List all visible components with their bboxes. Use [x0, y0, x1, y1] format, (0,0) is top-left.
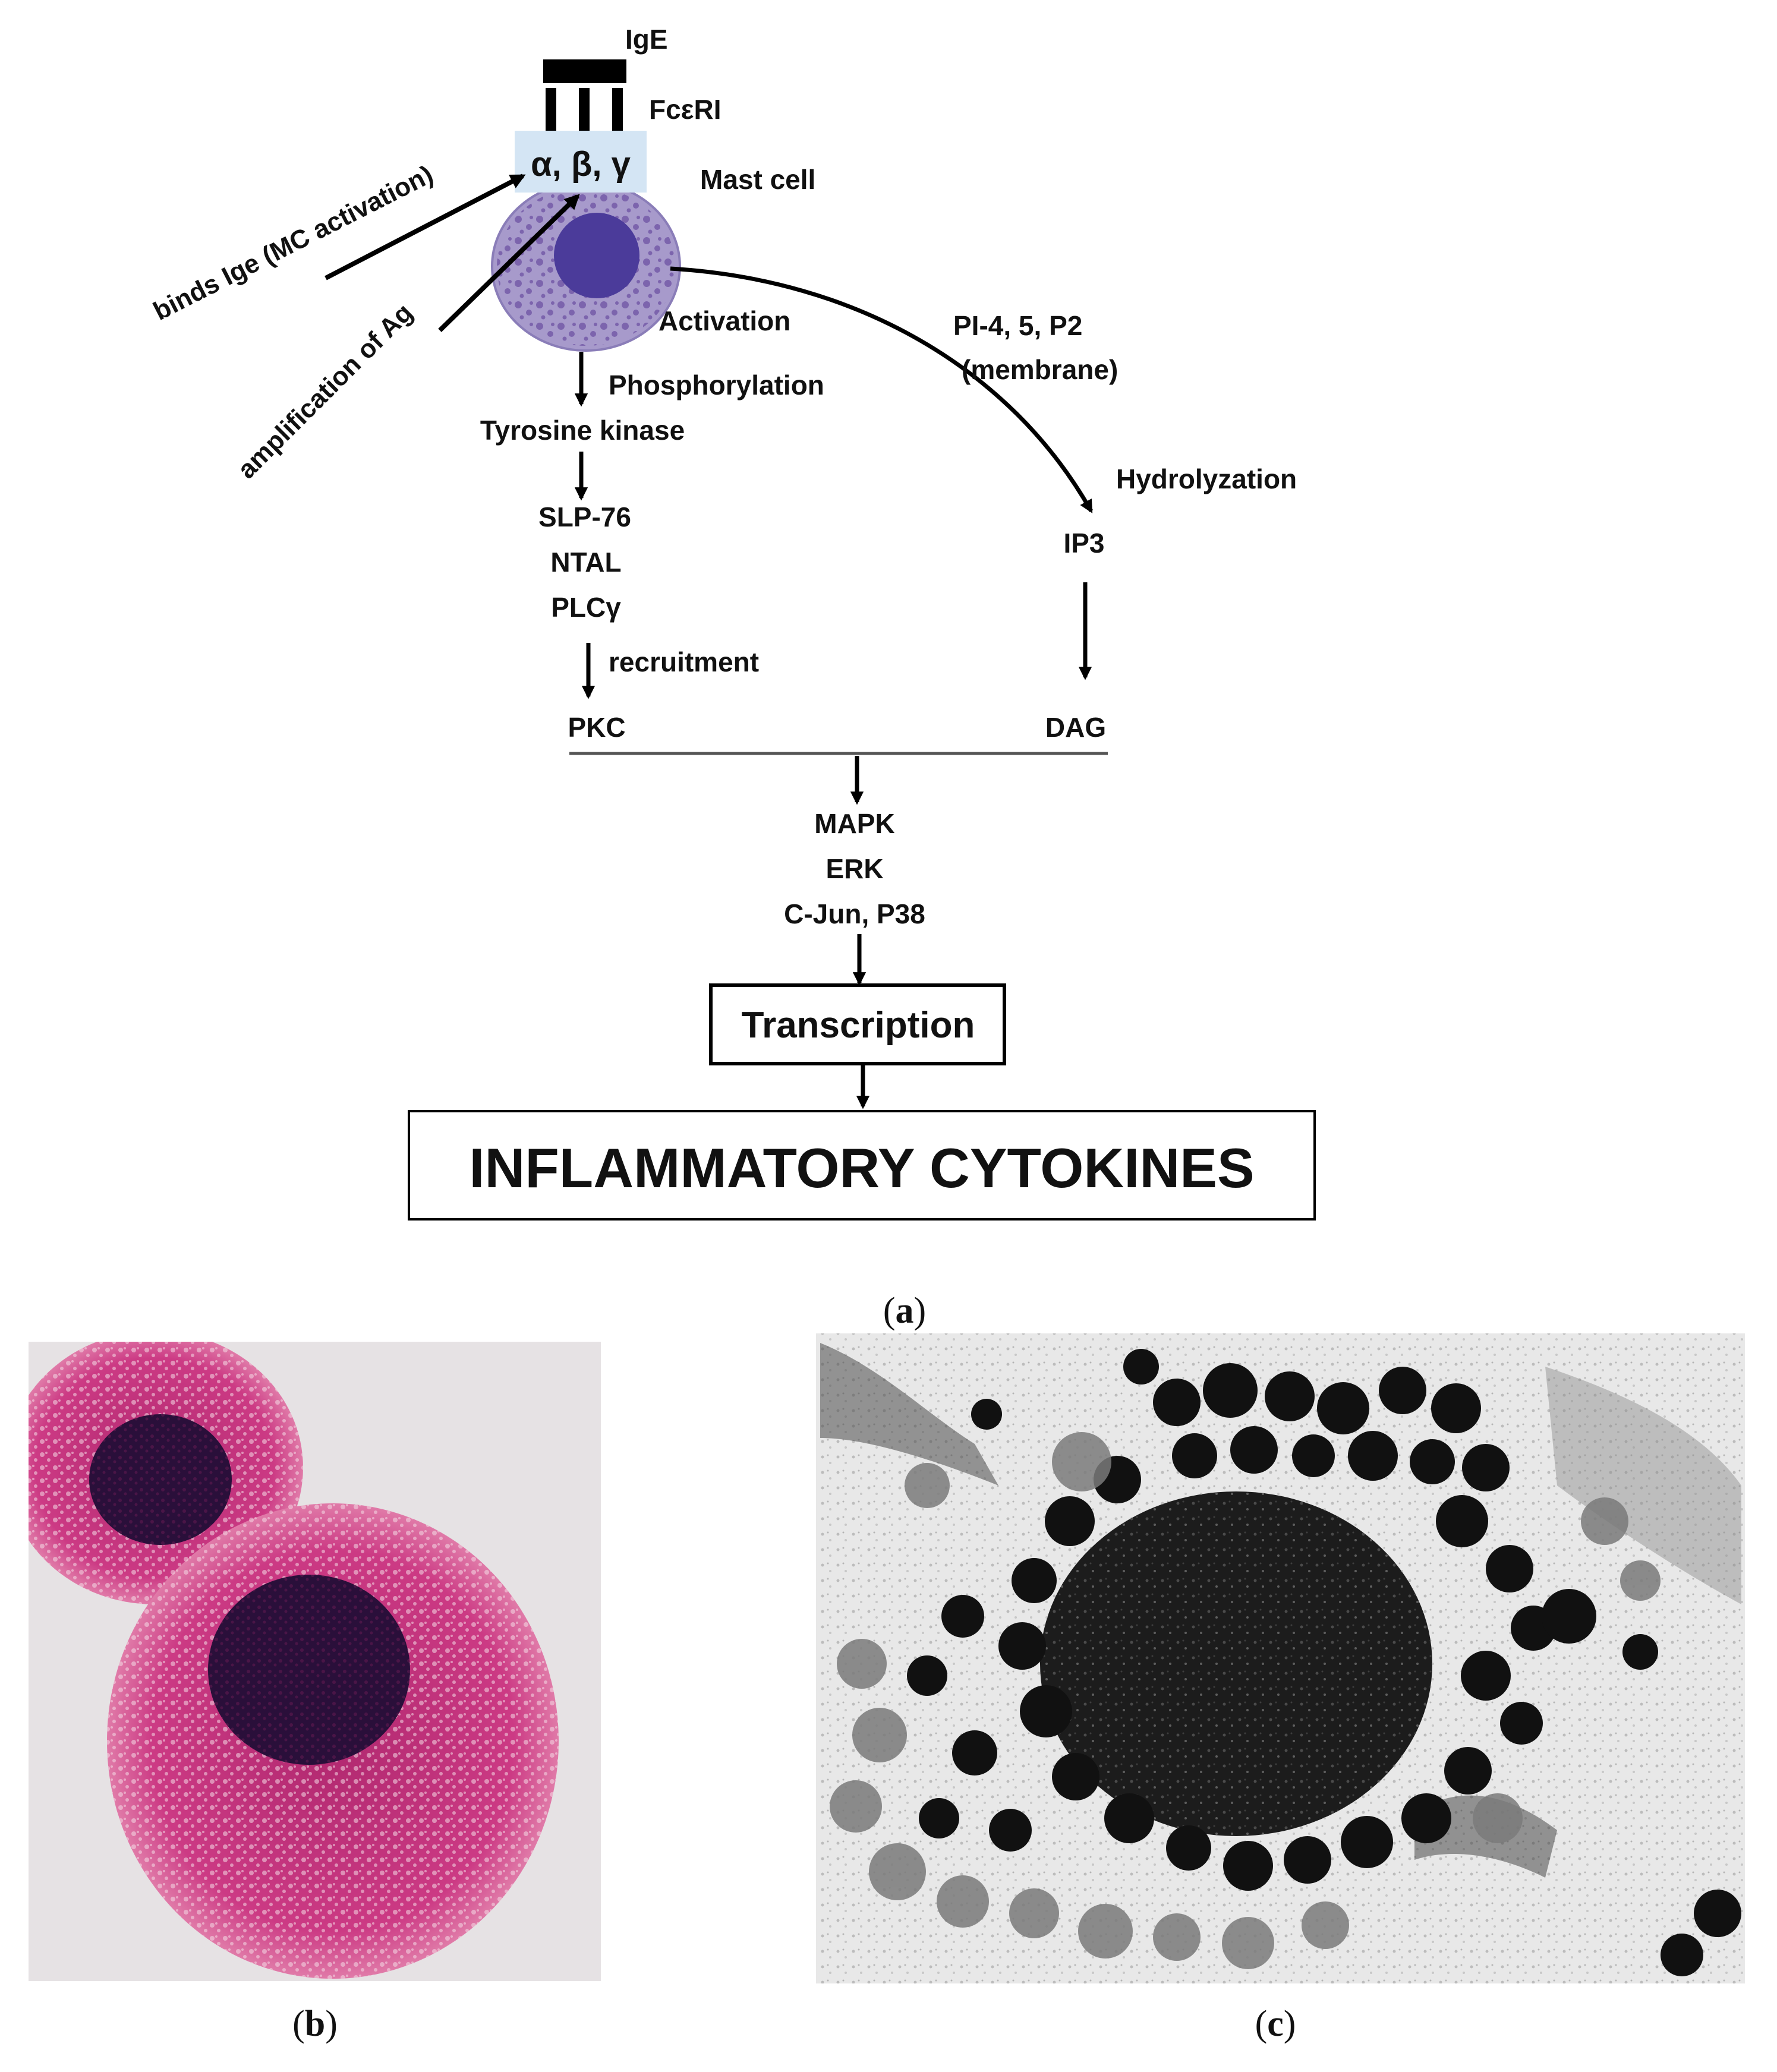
receptor-leg-1: [546, 88, 556, 131]
transcription-box: [709, 983, 1006, 1065]
mast-cell-nucleus: [554, 213, 639, 298]
panel-c-micrograph: [816, 1333, 1745, 1983]
erk-label: ERK: [826, 853, 883, 884]
caption-c: (c): [1255, 2004, 1296, 2044]
cjun-label: C-Jun, P38: [784, 898, 925, 929]
arrow-activation-curve: [670, 266, 1094, 513]
pip2-label-line2: (membrane): [962, 354, 1118, 385]
dag-label: DAG: [1045, 712, 1106, 743]
caption-a: (a): [883, 1291, 926, 1331]
receptor-label: FcεRI: [649, 94, 721, 125]
transcription-label: Transcription: [742, 1005, 975, 1046]
tyrosine-kinase-label: Tyrosine kinase: [480, 415, 685, 446]
pkc-label: PKC: [568, 712, 625, 743]
em-granules: [907, 1349, 1741, 1976]
slp76-label: SLP-76: [538, 502, 631, 532]
recruitment-label: recruitment: [609, 646, 759, 677]
cytokines-box: [408, 1110, 1316, 1221]
receptor-leg-3: [612, 88, 623, 131]
em-grey-granules: [830, 1432, 1661, 1969]
subunit-box: [515, 131, 647, 193]
ige-bar: [543, 59, 626, 83]
hydrolyzation-label: Hydrolyzation: [1116, 463, 1297, 494]
caption-b: (b): [292, 2004, 338, 2044]
amplification-label: amplification of Ag: [232, 298, 418, 485]
receptor-leg-2: [579, 88, 590, 131]
pip2-label-line1: PI-4, 5, P2: [953, 310, 1082, 341]
ntal-label: NTAL: [550, 547, 621, 578]
phosphorylation-label: Phosphorylation: [609, 370, 824, 400]
mapk-label: MAPK: [814, 808, 894, 839]
arrow-amplification: [438, 194, 580, 332]
panel-b-micrograph: [29, 1342, 601, 1981]
panel-a-diagram: IgE FcεRI Mast cell α, β, γ binds Ige (M…: [149, 24, 1316, 1221]
ip3-label: IP3: [1063, 528, 1104, 559]
activation-label: Activation: [659, 305, 790, 336]
plc-label: PLCγ: [551, 592, 621, 623]
cytokines-label: INFLAMMATORY CYTOKINES: [469, 1137, 1254, 1199]
mast-cell-label: Mast cell: [700, 164, 815, 195]
subunit-label: α, β, γ: [531, 145, 631, 184]
ige-label: IgE: [625, 24, 668, 55]
arrow-binds-ige: [324, 174, 526, 280]
